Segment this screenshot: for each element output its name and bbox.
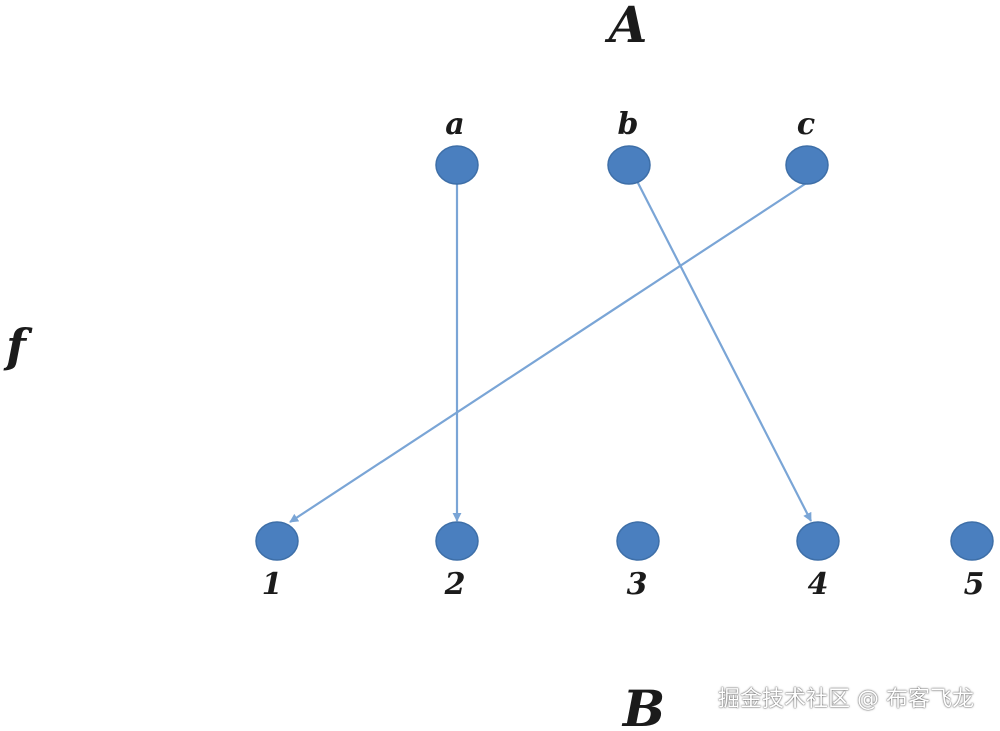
domain-node-b (607, 145, 651, 185)
codomain-node-label-5: 5 (964, 567, 985, 602)
codomain-node-3 (616, 521, 660, 561)
codomain-nodes: 1 2 3 4 5 (255, 521, 994, 602)
codomain-node-1 (255, 521, 299, 561)
codomain-node-label-4: 4 (808, 567, 829, 602)
function-label: f (3, 319, 33, 373)
domain-node-a (435, 145, 479, 185)
codomain-node-label-3: 3 (627, 567, 648, 602)
mapping-edges (289, 179, 812, 523)
codomain-node-label-2: 2 (444, 567, 466, 602)
domain-node-label-b: b (618, 107, 639, 142)
domain-node-c (785, 145, 829, 185)
watermark-text: 掘金技术社区 @ 布客飞龙 (718, 687, 974, 712)
codomain-node-2 (435, 521, 479, 561)
domain-label: A (605, 0, 648, 54)
codomain-node-4 (796, 521, 840, 561)
codomain-node-label-1: 1 (262, 567, 283, 602)
codomain-label: B (621, 679, 665, 731)
domain-nodes: a b c (435, 107, 829, 185)
codomain-node-5 (950, 521, 994, 561)
domain-node-label-a: a (445, 107, 464, 142)
mapping-edge-c-to-1 (289, 179, 812, 523)
mapping-edge-b-to-4 (636, 180, 812, 522)
domain-node-label-c: c (797, 107, 815, 142)
